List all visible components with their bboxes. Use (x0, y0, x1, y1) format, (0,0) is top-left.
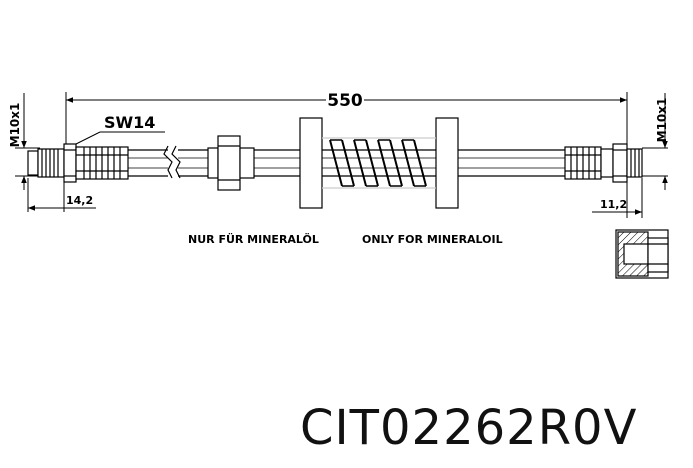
note-english: ONLY FOR MINERALOIL (362, 233, 503, 246)
section-detail (615, 229, 669, 279)
spring-protector (299, 117, 459, 209)
wrench-size-label: SW14 (104, 113, 155, 132)
hose-body (128, 145, 565, 179)
wrench-size-leader (71, 131, 165, 147)
right-thread-label: M10x1 (655, 98, 669, 143)
left-length-dimension (27, 178, 96, 212)
part-number: CIT02262R0V (300, 400, 638, 456)
left-thread-label: M10x1 (8, 103, 22, 148)
right-length-dimension (592, 178, 643, 218)
right-length-label: 11,2 (600, 198, 627, 211)
overall-length-label: 550 (327, 91, 363, 111)
note-german: NUR FÜR MINERALÖL (188, 232, 319, 246)
right-thread-dimension (642, 93, 668, 190)
left-length-label: 14,2 (66, 194, 93, 207)
right-fitting (564, 143, 643, 183)
left-fitting (27, 143, 129, 183)
hose-clip (207, 135, 255, 191)
left-thread-dimension (15, 93, 40, 190)
